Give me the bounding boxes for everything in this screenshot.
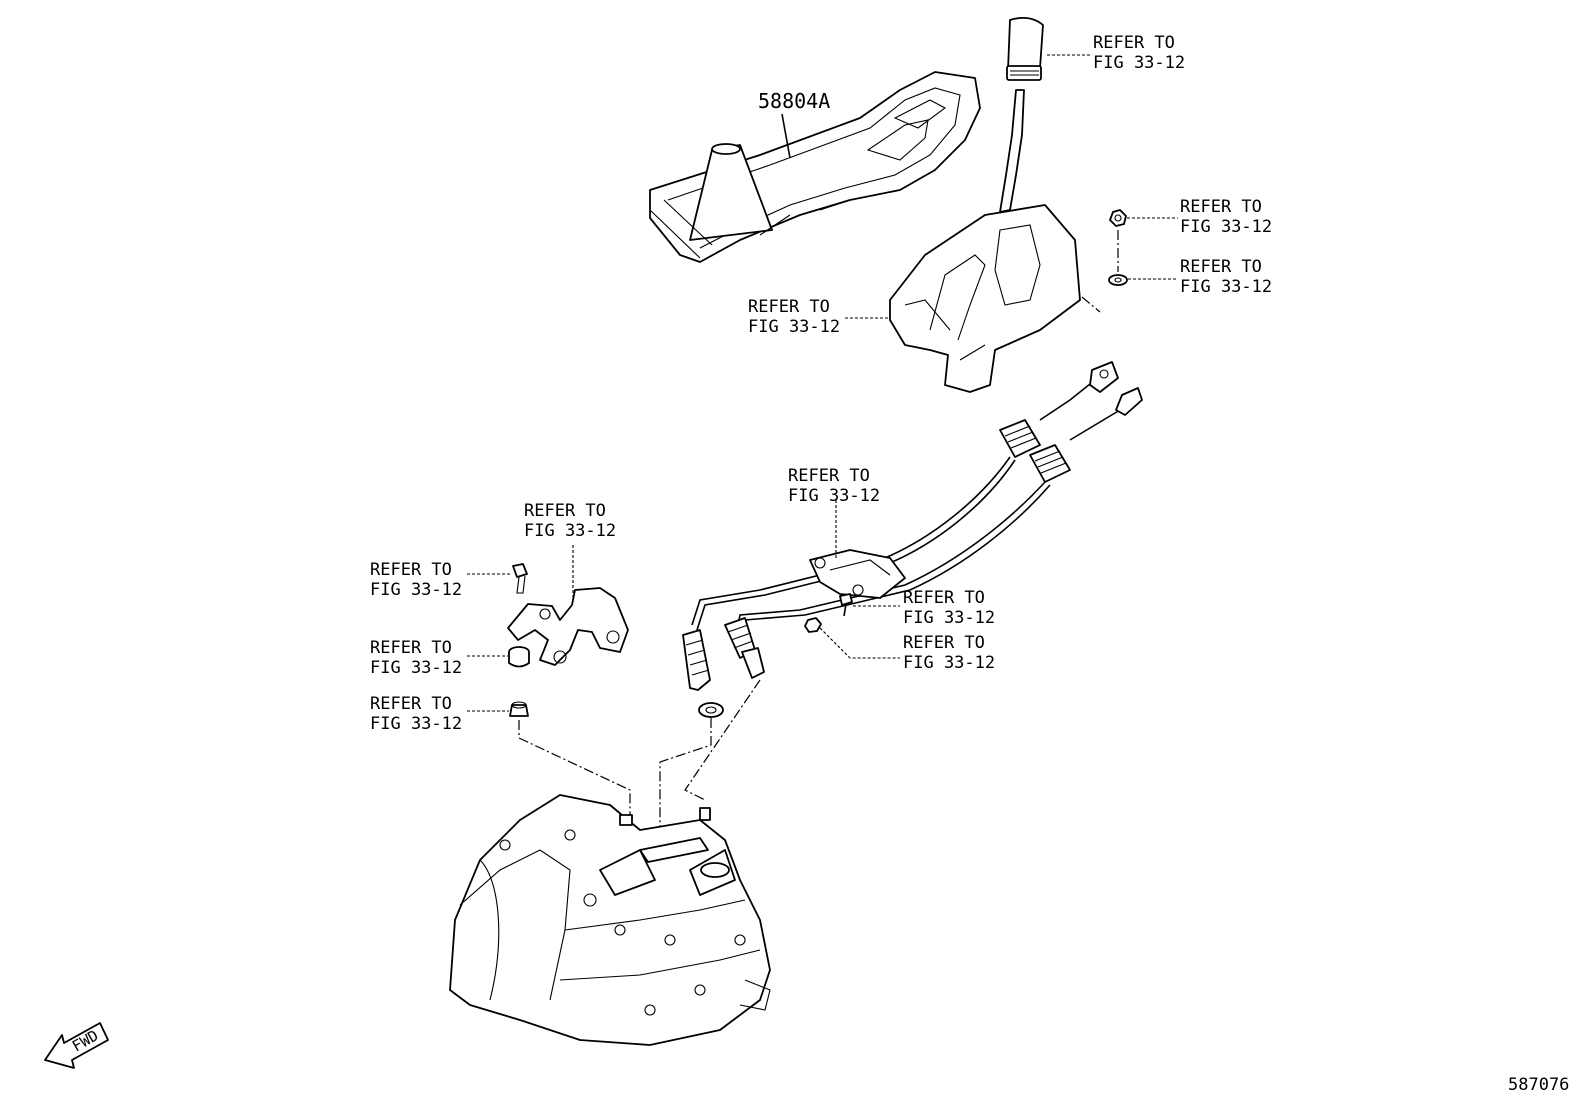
fig-ref-text: FIG 33-12 bbox=[748, 317, 840, 337]
dash-line-grommet bbox=[659, 718, 712, 850]
fig-ref-text: FIG 33-12 bbox=[903, 653, 995, 673]
bolt-left[interactable] bbox=[512, 563, 528, 594]
bracket-bolt[interactable] bbox=[839, 593, 853, 617]
refer-label-bolt-left: REFER TO FIG 33-12 bbox=[370, 560, 512, 600]
cable-bracket-left[interactable] bbox=[507, 587, 629, 666]
part-number-58804a: 58804A bbox=[758, 89, 830, 159]
bracket-nut[interactable] bbox=[804, 617, 822, 633]
refer-to-text: REFER TO bbox=[788, 466, 870, 486]
shift-cables[interactable] bbox=[682, 361, 1143, 718]
fig-ref-text: FIG 33-12 bbox=[1093, 53, 1185, 73]
refer-label-washer: REFER TO FIG 33-12 bbox=[1128, 257, 1272, 297]
refer-to-text: REFER TO bbox=[524, 501, 606, 521]
refer-label-cable: REFER TO FIG 33-12 bbox=[788, 466, 880, 558]
refer-to-text: REFER TO bbox=[1093, 33, 1175, 53]
illustration-id: 587076 bbox=[1508, 1075, 1569, 1095]
refer-label-nut-lower: REFER TO FIG 33-12 bbox=[819, 627, 995, 673]
collar-left[interactable] bbox=[509, 701, 529, 717]
fig-ref-text: FIG 33-12 bbox=[370, 658, 462, 678]
refer-to-text: REFER TO bbox=[1180, 197, 1262, 217]
refer-to-text: REFER TO bbox=[903, 633, 985, 653]
fig-ref-text: FIG 33-12 bbox=[788, 486, 880, 506]
shift-knob[interactable] bbox=[1006, 16, 1044, 81]
bushing-left[interactable] bbox=[508, 646, 530, 668]
refer-label-housing: REFER TO FIG 33-12 bbox=[748, 297, 890, 337]
shift-lever-housing[interactable] bbox=[889, 89, 1101, 393]
refer-label-bolt: REFER TO FIG 33-12 bbox=[853, 588, 995, 628]
refer-label-nut: REFER TO FIG 33-12 bbox=[1127, 197, 1272, 237]
refer-to-text: REFER TO bbox=[370, 560, 452, 580]
fig-ref-text: FIG 33-12 bbox=[370, 714, 462, 734]
washer-right[interactable] bbox=[1108, 274, 1128, 286]
refer-to-text: REFER TO bbox=[903, 588, 985, 608]
refer-to-text: REFER TO bbox=[748, 297, 830, 317]
fig-ref-text: FIG 33-12 bbox=[370, 580, 462, 600]
part-number-text: 58804A bbox=[758, 89, 830, 113]
refer-label-collar: REFER TO FIG 33-12 bbox=[370, 694, 509, 734]
fwd-direction-arrow: FWD bbox=[44, 1022, 109, 1069]
fig-ref-text: FIG 33-12 bbox=[1180, 217, 1272, 237]
refer-to-text: REFER TO bbox=[370, 638, 452, 658]
refer-to-text: REFER TO bbox=[370, 694, 452, 714]
fig-ref-text: FIG 33-12 bbox=[1180, 277, 1272, 297]
nut-right[interactable] bbox=[1109, 209, 1127, 227]
console-panel-58804a[interactable] bbox=[649, 71, 981, 263]
dash-line-collar bbox=[518, 720, 631, 830]
refer-label-bracket: REFER TO FIG 33-12 bbox=[524, 501, 616, 600]
fig-ref-text: FIG 33-12 bbox=[524, 521, 616, 541]
refer-label-knob: REFER TO FIG 33-12 bbox=[1047, 33, 1185, 73]
refer-to-text: REFER TO bbox=[1180, 257, 1262, 277]
dash-line-cable-end bbox=[684, 679, 761, 801]
manual-transmission bbox=[449, 794, 771, 1046]
refer-label-bushing: REFER TO FIG 33-12 bbox=[370, 638, 508, 678]
fig-ref-text: FIG 33-12 bbox=[903, 608, 995, 628]
